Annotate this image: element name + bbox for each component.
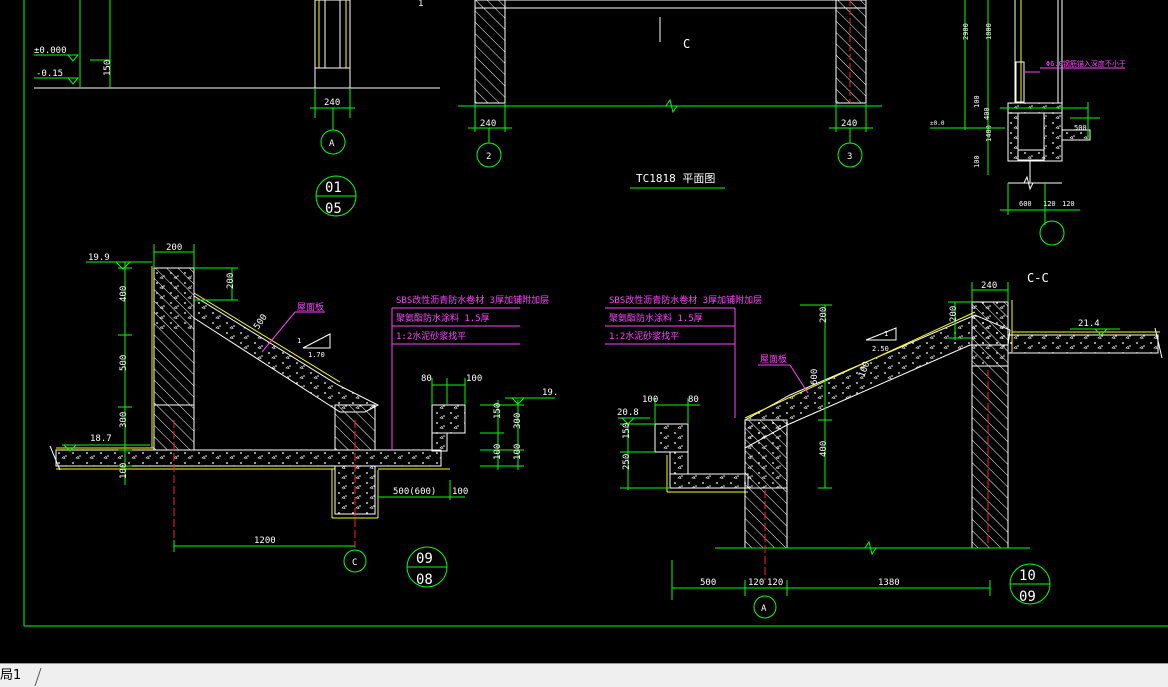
detail-bubble-10-09[interactable]: 10 09 [1009, 563, 1051, 605]
dim-80b: 80 [688, 395, 699, 405]
note-left-3: 1:2水泥砂浆找平 [396, 330, 466, 342]
slope-left-bottom: 1.70 [308, 351, 325, 359]
dim-1380: 1380 [878, 578, 900, 588]
tab-separator [34, 667, 42, 686]
dim-200c: 200 [819, 307, 829, 323]
detail-bubble-09-bottom: 08 [416, 572, 433, 588]
dim-100h: 100 [973, 155, 981, 168]
dim-500c: 500 [700, 578, 716, 588]
note-right-2: 聚氨酯防水涂料 1.5厚 [609, 312, 703, 324]
grid-bubble-c1: C [352, 558, 357, 568]
dim-120a: 120 [748, 578, 764, 588]
dim-1400: 1400 [985, 125, 993, 142]
dim-150c: 150 [622, 423, 632, 439]
dim-100c: 100 [493, 444, 503, 460]
detail-note: Φ6.0钢筋锚入深度不小于 [1046, 59, 1126, 68]
top-right-detail: Φ6.0钢筋锚入深度不小于 500 2900 1800 100 400 1400… [930, 0, 1126, 246]
leader-right: 屋面板 [760, 353, 787, 365]
grid-bubble-a1: A [329, 139, 335, 149]
dim-600b: 600 [1019, 200, 1032, 208]
elev-000: ±0.000 [34, 46, 67, 56]
grid-bubble-a2: A [761, 604, 767, 614]
elev-tiny: ±0.0 [930, 120, 945, 127]
dim-500d: 500 [1074, 124, 1087, 132]
dim-500a: 500 [119, 355, 129, 371]
slope-left-top: 1 [297, 337, 301, 345]
section-left: 19.9 18.7 400 500 300 100 200 200 500 1 … [49, 243, 558, 573]
note-right-3: 1:2水泥砂浆找平 [609, 330, 679, 342]
dim-100f: 100 [642, 395, 658, 405]
drawing-frame [23, 0, 1168, 627]
elev-187: 18.7 [90, 434, 112, 444]
plan-section-mark: C [683, 37, 690, 51]
dim-400c: 400 [983, 107, 991, 120]
detail-bubble-10-bottom: 09 [1019, 589, 1036, 605]
elev-199: 19.9 [88, 253, 110, 263]
section-cc: SBS改性沥青防水卷材 3厚加铺附加层 聚氨酯防水涂料 1.5厚 1:2水泥砂浆… [605, 271, 1163, 619]
dim-240d: 240 [981, 281, 997, 291]
dim-200a: 200 [166, 243, 182, 253]
dim-300a: 300 [119, 412, 129, 428]
dim-80a: 80 [421, 374, 432, 384]
dim-120c: 120 [1043, 200, 1056, 208]
dim-1200: 1200 [254, 536, 276, 546]
grid-bubble-2: 2 [486, 152, 491, 162]
detail-bubble-09-08[interactable]: 09 08 [406, 546, 448, 588]
note-right-1: SBS改性沥青防水卷材 3厚加铺附加层 [609, 294, 762, 306]
drawing-canvas[interactable]: ±0.000 -0.15 150 240 A 1 01 05 C [0, 0, 1168, 663]
frag-one: 1 [418, 0, 423, 9]
note-left-2: 聚氨酯防水涂料 1.5厚 [396, 312, 490, 324]
slope-right-top: 1 [884, 330, 888, 338]
dim-250: 250 [622, 454, 632, 470]
dim-120d: 120 [1062, 200, 1075, 208]
elev-208: 20.8 [617, 408, 639, 418]
dim-300b: 300 [513, 413, 523, 429]
dim-500b: 500 [252, 313, 270, 332]
section-cc-label: C-C [1027, 271, 1049, 285]
elev-19: 19. [542, 388, 558, 398]
dim-200d: 200 [949, 306, 959, 322]
dim-150b: 150 [493, 403, 503, 419]
dim-500-600: 500(600) [393, 487, 436, 497]
grid-bubble-3: 3 [847, 152, 852, 162]
dim-200b: 200 [226, 273, 236, 289]
plan-title: TC1818 平面图 [636, 172, 715, 185]
dim-240a: 240 [324, 98, 340, 108]
dim-240c: 240 [841, 119, 857, 129]
detail-bubble-10-top: 10 [1019, 568, 1036, 584]
dim-400a: 400 [119, 286, 129, 302]
detail-bubble-01-bottom: 05 [325, 201, 342, 217]
layout-tab[interactable]: 局1 [0, 668, 22, 683]
dim-100b: 100 [466, 374, 482, 384]
dim-100a: 100 [119, 463, 129, 479]
layout-tab-bar: 局1 [0, 663, 1168, 687]
dim-240b: 240 [480, 119, 496, 129]
dim-2900: 2900 [962, 23, 970, 40]
dim-400b: 400 [819, 441, 829, 457]
elev-214: 21.4 [1078, 319, 1100, 329]
plan-tc1818: C 240 240 2 3 TC1818 平面图 [458, 0, 882, 189]
detail-bubble-09-top: 09 [416, 551, 433, 567]
top-left-fragment: ±0.000 -0.15 150 240 A 1 [34, 0, 440, 155]
note-left-1: SBS改性沥青防水卷材 3厚加铺附加层 [396, 294, 549, 306]
dim-150a: 150 [103, 60, 113, 76]
dim-1800: 1800 [985, 23, 993, 40]
dim-100g: 100 [973, 95, 981, 108]
dim-100e: 100 [452, 487, 468, 497]
elev-015: -0.15 [36, 69, 63, 79]
detail-bubble-01-05[interactable]: 01 05 [315, 175, 357, 217]
detail-bubble-01-top: 01 [325, 180, 342, 196]
dim-100d: 100 [513, 444, 523, 460]
leader-left: 屋面板 [297, 301, 324, 313]
dim-120b: 120 [767, 578, 783, 588]
dim-600: 600 [810, 369, 820, 385]
slope-right-bottom: 2.50 [872, 345, 889, 353]
